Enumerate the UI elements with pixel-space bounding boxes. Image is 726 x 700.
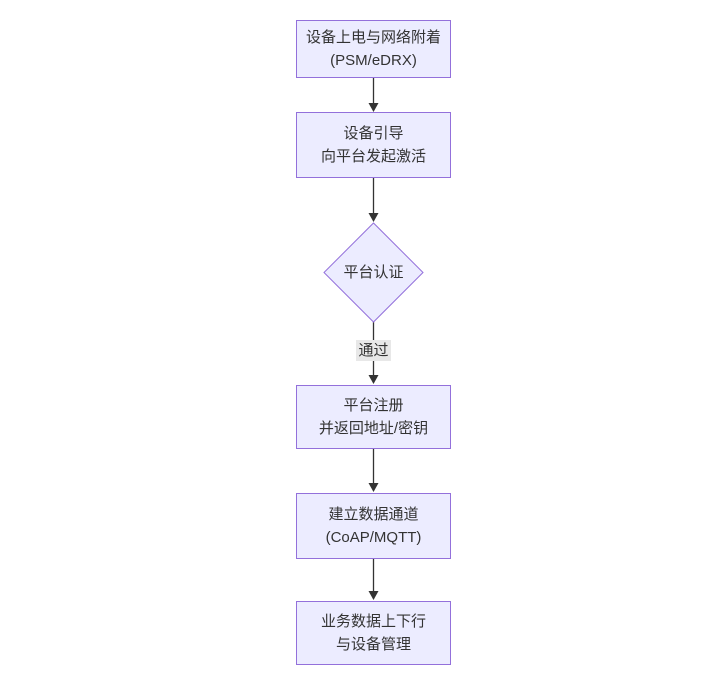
node-bootstrap-activate: 设备引导 向平台发起激活	[296, 112, 451, 178]
node-bootstrap-activate-line2: 向平台发起激活	[320, 148, 426, 165]
node-platform-register-line2: 并返回地址/密钥	[318, 420, 429, 437]
edge-register-to-channel	[368, 449, 379, 492]
decision-diamond-shape	[323, 222, 424, 323]
node-power-attach-line1: 设备上电与网络附着	[305, 29, 441, 46]
node-power-attach: 设备上电与网络附着 (PSM/eDRX)	[296, 20, 451, 78]
edge-power-to-bootstrap	[368, 78, 379, 112]
edge-bootstrap-to-auth	[368, 178, 379, 222]
node-bootstrap-activate-line1: 设备引导	[343, 125, 404, 142]
node-power-attach-line2: (PSM/eDRX)	[330, 52, 417, 69]
arrowhead-icon	[368, 375, 379, 384]
node-business-data: 业务数据上下行 与设备管理	[296, 601, 451, 665]
arrowhead-icon	[368, 591, 379, 600]
arrowhead-icon	[368, 213, 379, 222]
arrowhead-icon	[368, 103, 379, 112]
node-business-data-line2: 与设备管理	[335, 636, 411, 653]
node-platform-register: 平台注册 并返回地址/密钥	[296, 385, 451, 449]
edge-channel-to-business	[368, 559, 379, 600]
node-business-data-line1: 业务数据上下行	[320, 613, 426, 630]
edge-label-pass-text: 通过	[356, 340, 391, 361]
node-data-channel-line2: (CoAP/MQTT)	[325, 529, 422, 546]
node-data-channel-line1: 建立数据通道	[328, 506, 419, 523]
node-data-channel: 建立数据通道 (CoAP/MQTT)	[296, 493, 451, 559]
arrowhead-icon	[368, 483, 379, 492]
node-platform-register-line1: 平台注册	[343, 397, 404, 414]
edge-label-pass: 通过	[296, 340, 451, 361]
node-platform-auth-label: 平台认证	[343, 264, 404, 281]
